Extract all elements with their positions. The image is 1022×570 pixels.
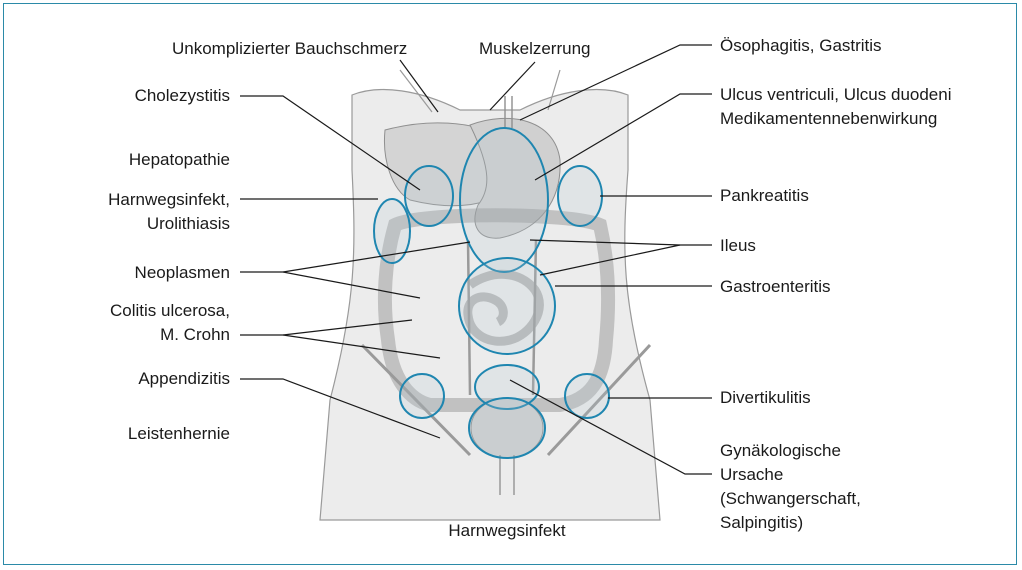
- circle-sigmoid: [565, 374, 609, 418]
- label-gyn-2: Ursache: [720, 464, 783, 486]
- label-harnwegsinfekt-2: Urolithiasis: [40, 213, 230, 235]
- label-ulcus-2: Medikamentennebenwirkung: [720, 108, 937, 130]
- circle-small-intestine: [459, 258, 555, 354]
- circle-appendix: [400, 374, 444, 418]
- label-appendizitis: Appendizitis: [40, 368, 230, 390]
- label-ileus: Ileus: [720, 235, 756, 257]
- label-neoplasmen: Neoplasmen: [40, 262, 230, 284]
- label-gyn-4: Salpingitis): [720, 512, 803, 534]
- circle-stomach: [460, 128, 548, 272]
- circle-kidney-left: [374, 199, 410, 263]
- label-colitis-2: M. Crohn: [40, 324, 230, 346]
- label-gyn-3: (Schwangerschaft,: [720, 488, 861, 510]
- label-colitis-1: Colitis ulcerosa,: [40, 300, 230, 322]
- label-hepatopathie: Hepatopathie: [40, 149, 230, 171]
- circle-gallbladder: [405, 166, 453, 226]
- label-divertikulitis: Divertikulitis: [720, 387, 811, 409]
- label-unkompliziert: Unkomplizierter Bauchschmerz: [172, 38, 407, 60]
- label-pankreatitis: Pankreatitis: [720, 185, 809, 207]
- label-gastroenteritis: Gastroenteritis: [720, 276, 831, 298]
- label-cholezystitis: Cholezystitis: [40, 85, 230, 107]
- label-ulcus-1: Ulcus ventriculi, Ulcus duodeni: [720, 84, 952, 106]
- label-oesophagitis: Ösophagitis, Gastritis: [720, 35, 882, 57]
- label-gyn-1: Gynäkologische: [720, 440, 841, 462]
- label-muskelzerrung: Muskelzerrung: [479, 38, 591, 60]
- circle-bladder: [469, 398, 545, 458]
- label-harnwegsinfekt-bottom: Harnwegsinfekt: [400, 520, 614, 542]
- label-leistenhernie: Leistenhernie: [40, 423, 230, 445]
- circle-pancreas: [558, 166, 602, 226]
- label-harnwegsinfekt-1: Harnwegsinfekt,: [40, 189, 230, 211]
